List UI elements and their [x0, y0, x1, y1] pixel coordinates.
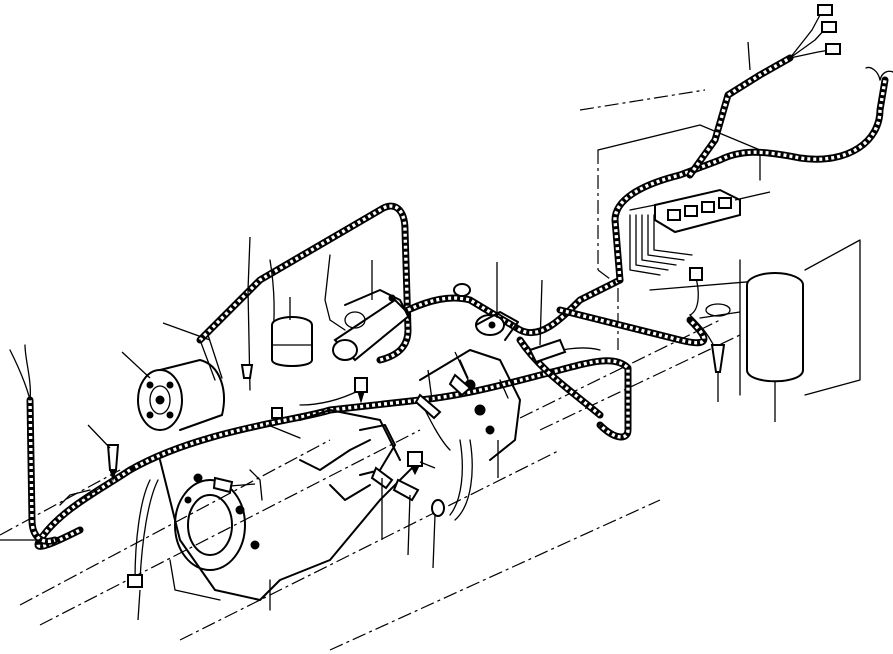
- switch-icon: [212, 338, 567, 517]
- filter-canister-icon: [271, 316, 313, 367]
- solenoid-icon: [453, 283, 519, 341]
- battery-canister-icon: [705, 272, 804, 383]
- sensor-icon: [106, 344, 726, 588]
- relay-box-icon: [629, 188, 741, 234]
- main-harness: [26, 54, 889, 550]
- chassis-frame-lines: [0, 89, 861, 651]
- callout-leader-lines: [0, 41, 776, 621]
- alternator-icon: [137, 334, 225, 431]
- connector-plugs: [689, 4, 841, 281]
- starter-motor-icon: [329, 289, 412, 362]
- transmission-body: [159, 349, 521, 611]
